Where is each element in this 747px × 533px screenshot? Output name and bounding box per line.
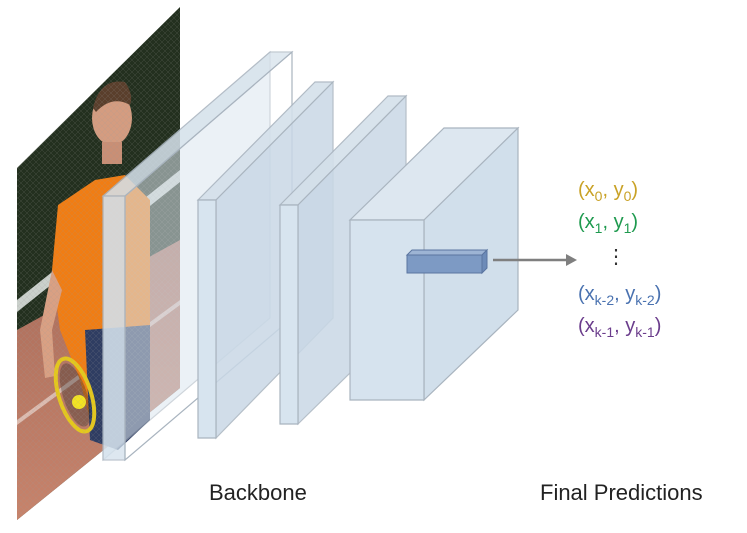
prediction-k-1: (xk-1, yk-1) (578, 315, 662, 340)
backbone-layer-2 (196, 80, 335, 440)
feature-vector (405, 248, 489, 275)
output-arrow (493, 254, 577, 266)
final-predictions-label: Final Predictions (540, 480, 703, 505)
prediction-1: (x1, y1) (578, 211, 639, 236)
prediction-ellipsis: ⋮ (606, 246, 626, 268)
backbone-label: Backbone (209, 480, 307, 505)
prediction-k-2: (xk-2, yk-2) (578, 283, 662, 308)
prediction-0: (x0, y0) (578, 179, 639, 204)
